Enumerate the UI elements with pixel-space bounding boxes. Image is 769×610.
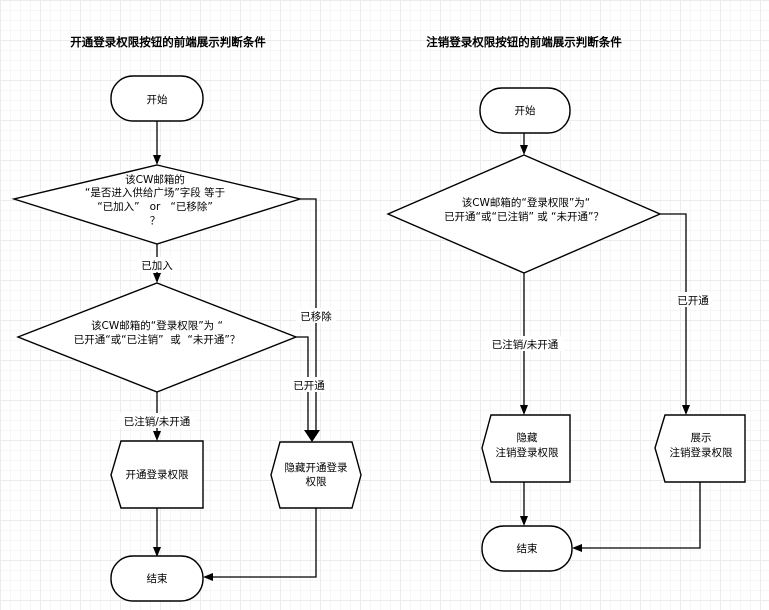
- edge-show-cancel-to-end: [580, 482, 701, 549]
- right-decision-line1: 该CW邮箱的“登录权限”为“: [462, 196, 591, 209]
- arrow-head: [572, 544, 582, 552]
- left-hide-open-line1: 隐藏开通登录: [285, 461, 348, 474]
- arrow-head: [153, 547, 161, 557]
- arrow-head: [520, 405, 528, 415]
- right-flowchart-title: 注销登录权限按钮的前端展示判断条件: [426, 35, 622, 49]
- left-show-open-node: [110, 440, 204, 509]
- arrow-head: [153, 155, 161, 165]
- edge-label-opened: 已开通: [293, 380, 325, 392]
- edge-label-cancelled-notopened: 已注销/未开通: [124, 415, 191, 428]
- right-hide-cancel-node: [481, 414, 571, 483]
- left-flowchart-title: 开通登录权限按钮的前端展示判断条件: [70, 35, 266, 49]
- arrow-head: [520, 145, 528, 155]
- left-decision1-line2: “是否进入供给广场”字段 等于: [85, 186, 225, 199]
- left-show-open-label: 开通登录权限: [126, 468, 189, 481]
- arrow-head: [304, 430, 320, 442]
- right-hide-cancel-line1: 隐藏: [517, 432, 538, 444]
- arrow-head: [203, 573, 213, 581]
- edge-label-opened: 已开通: [677, 295, 709, 307]
- right-start-node: [479, 87, 571, 134]
- right-end-label: 结束: [517, 542, 538, 555]
- left-decision1-line1: 该CW邮箱的: [125, 173, 185, 186]
- left-end-node: [110, 555, 204, 602]
- right-end-node: [481, 525, 573, 572]
- right-decision-line2: 已开通“或“已注销” 或 “未开通”？: [444, 210, 604, 223]
- edge-decision-to-show-cancel: [660, 213, 687, 406]
- arrow-head: [520, 516, 528, 526]
- right-show-cancel-line2: 注销登录权限: [670, 446, 733, 459]
- edge-decision1-to-hide-open: [300, 198, 317, 432]
- left-hide-open-line2: 权限: [306, 475, 327, 488]
- right-hide-cancel-line2: 注销登录权限: [496, 446, 559, 459]
- edge-hide-open-to-end: [211, 508, 317, 578]
- left-decision1-node: [11, 164, 303, 245]
- edge-label-removed: 已移除: [300, 310, 332, 323]
- right-show-cancel-line1: 展示: [691, 432, 712, 444]
- arrow-head: [682, 405, 690, 415]
- right-start-label: 开始: [515, 104, 536, 117]
- left-decision2-node: [16, 282, 298, 393]
- right-decision-node: [386, 154, 662, 274]
- left-end-label: 结束: [147, 572, 168, 585]
- edge-label-joined: 已加入: [141, 260, 173, 272]
- left-hide-open-node: [270, 441, 362, 509]
- arrow-head: [153, 273, 161, 283]
- edge-label-cancelled-notopened: 已注销/未开通: [492, 338, 559, 351]
- left-start-node: [110, 75, 204, 122]
- edge-decision2-to-hide-open: [296, 336, 309, 432]
- right-show-cancel-node: [654, 414, 746, 483]
- arrow-head: [153, 431, 161, 441]
- left-decision2-line2: 已开通“或“已注销” 或 “未开通”？: [74, 333, 241, 346]
- left-edges: [153, 121, 320, 581]
- left-decision2-line1: 该CW邮箱的“登录权限”为 “: [91, 319, 223, 332]
- left-decision1-line4: ？: [150, 215, 161, 227]
- left-decision1-line3: “已加入” or “已移除”: [97, 200, 213, 213]
- left-start-label: 开始: [147, 93, 168, 106]
